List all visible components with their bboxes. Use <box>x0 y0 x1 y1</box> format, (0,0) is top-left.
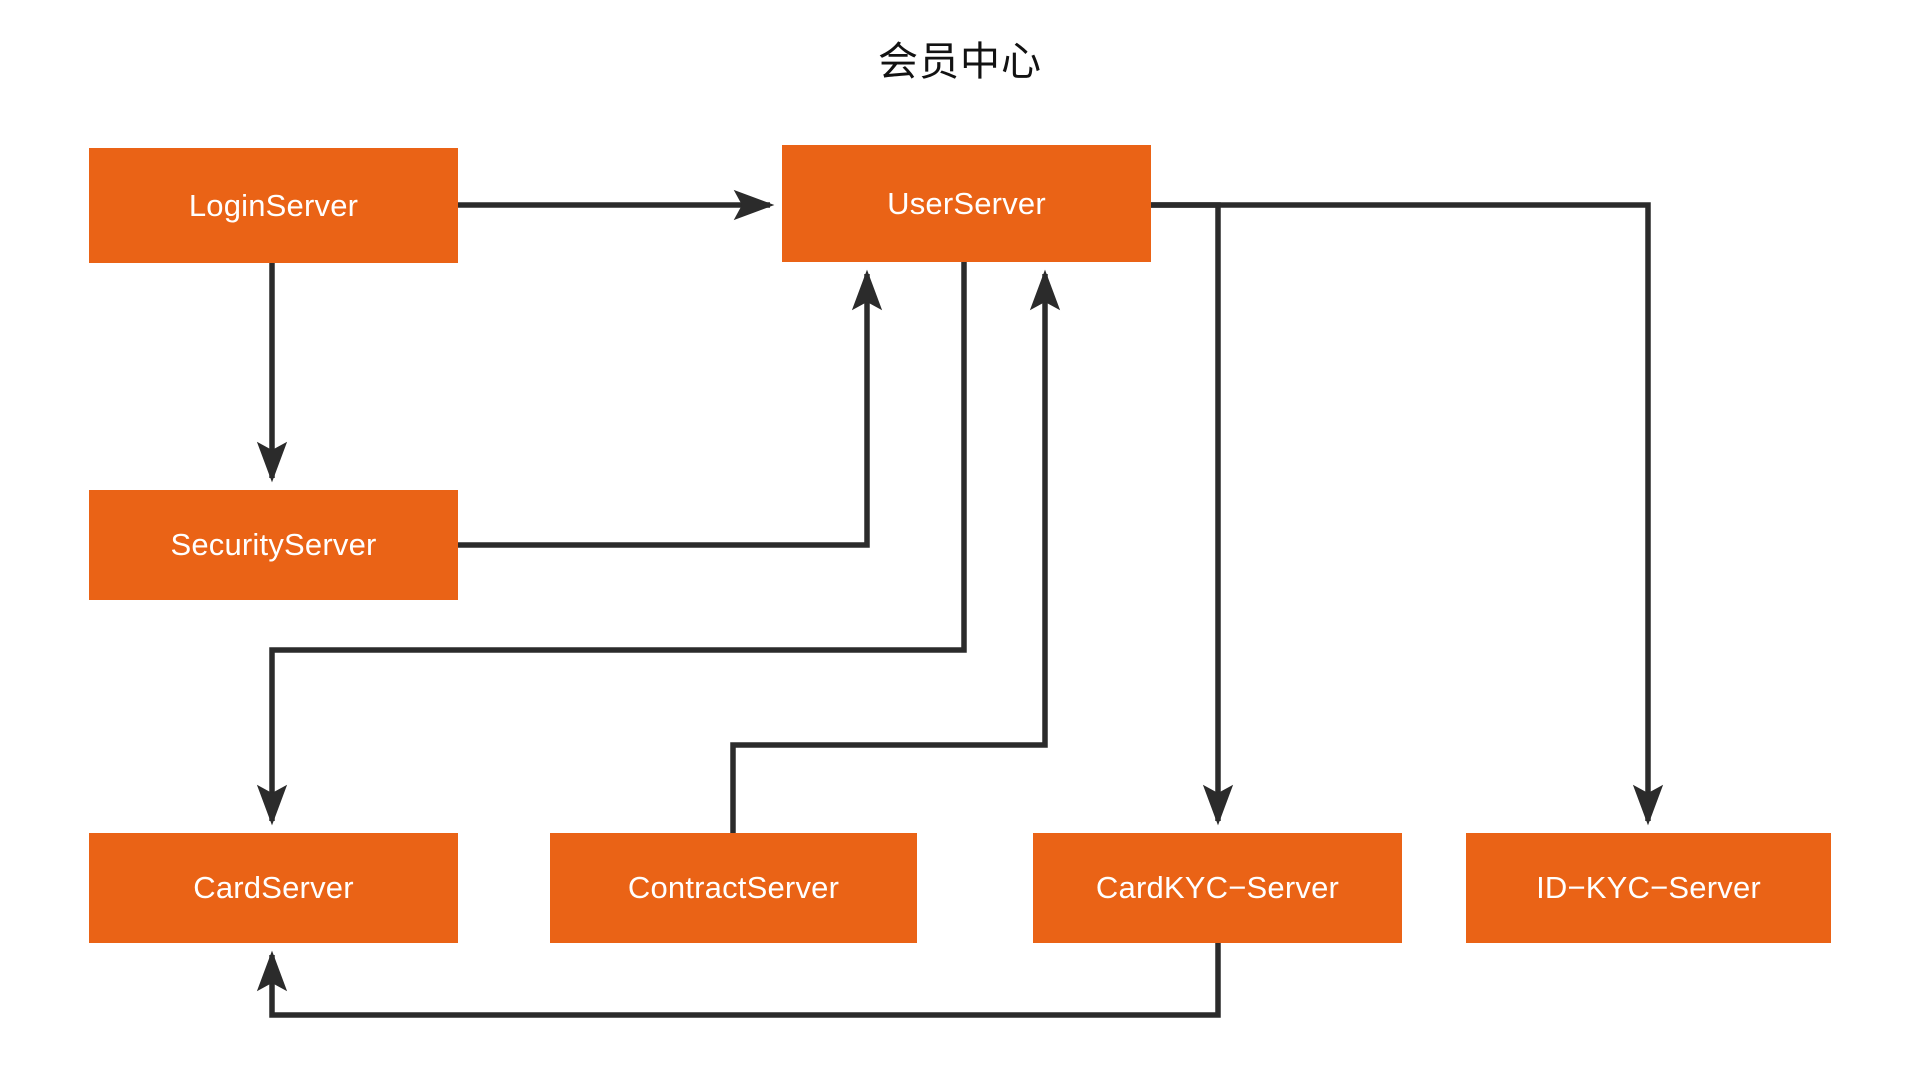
node-label: UserServer <box>887 185 1046 221</box>
node-user-server[interactable]: UserServer <box>782 145 1151 262</box>
connector-security-to-user <box>458 269 883 548</box>
node-label: CardKYC−Server <box>1095 870 1340 905</box>
node-label: CardServer <box>193 870 354 905</box>
connector-cardkyc-to-card-feedback <box>256 943 1221 1018</box>
node-login-server[interactable]: LoginServer <box>89 148 458 263</box>
node-id-kyc-server[interactable]: ID−KYC−Server <box>1466 833 1831 943</box>
connector-user-to-idkyc <box>1151 202 1664 826</box>
node-contract-server[interactable]: ContractServer <box>550 833 917 943</box>
node-cardkyc-server[interactable]: CardKYC−Server <box>1033 833 1402 943</box>
node-security-server[interactable]: SecurityServer <box>89 490 458 600</box>
node-label: ContractServer <box>627 870 840 905</box>
connector-user-to-cardkyc <box>1151 202 1234 826</box>
node-card-server[interactable]: CardServer <box>89 833 458 943</box>
connector-user-to-card <box>256 262 967 826</box>
node-label: ID−KYC−Server <box>1536 870 1761 905</box>
node-label: LoginServer <box>188 187 359 223</box>
connector-contract-to-user <box>730 269 1061 833</box>
page-title: 会员中心 <box>878 40 1042 84</box>
node-label: SecurityServer <box>170 527 377 562</box>
